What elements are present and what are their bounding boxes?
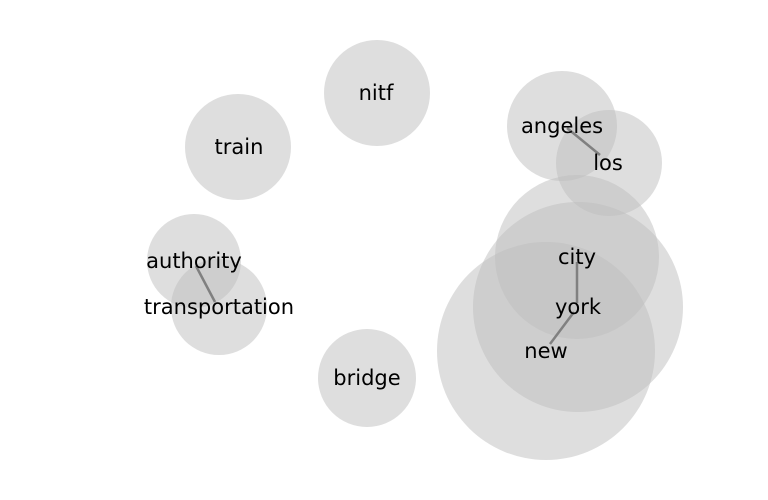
bubble-nitf bbox=[324, 40, 430, 146]
term-label-transportation: transportation bbox=[144, 295, 294, 319]
term-label-angeles: angeles bbox=[521, 114, 603, 138]
link-authority-transportation bbox=[194, 265, 217, 303]
term-label-bridge: bridge bbox=[333, 366, 400, 390]
bubble-layer bbox=[147, 40, 683, 460]
link-layer bbox=[194, 127, 601, 345]
term-label-train: train bbox=[215, 135, 264, 159]
term-label-nitf: nitf bbox=[359, 81, 394, 105]
link-angeles-los bbox=[566, 127, 601, 156]
bubble-train bbox=[185, 94, 291, 200]
term-label-los: los bbox=[593, 151, 623, 175]
term-label-authority: authority bbox=[146, 249, 242, 273]
term-label-city: city bbox=[558, 245, 596, 269]
bubble-york bbox=[473, 202, 683, 412]
term-label-new: new bbox=[524, 339, 567, 363]
bubble-transportation bbox=[171, 259, 267, 355]
term-label-york: york bbox=[555, 295, 602, 319]
bubble-bridge bbox=[318, 329, 416, 427]
link-york-new bbox=[549, 311, 575, 345]
label-layer: nitf train angeles los city authority tr… bbox=[144, 81, 623, 390]
